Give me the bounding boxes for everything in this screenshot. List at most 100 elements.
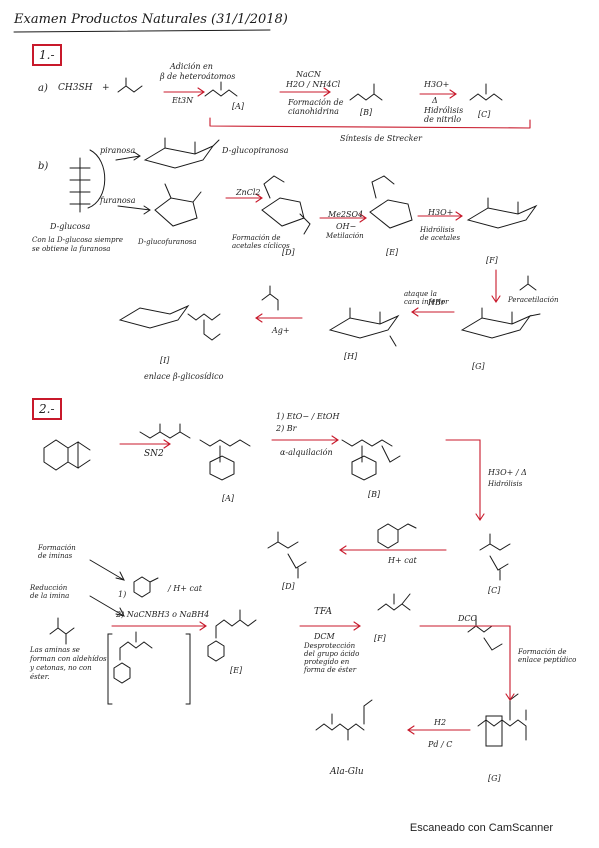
glucose-note-1: Con la D-glucosa siempre [32,236,123,244]
cond-2b-3: α-alquilación [280,448,333,457]
cond-1c-bottom-1: Hidrólisis [424,106,464,115]
product-i-structure [118,304,221,341]
cond-2c-2: Hidrólisis [488,480,523,488]
arrow-1a-to-a [163,87,205,97]
acetone-structure [519,275,537,291]
product-2b-label: [B] [368,490,381,499]
cond-1a-mid: β de heteroátomos [160,72,236,81]
arrow-1b-to-i [255,313,303,323]
cond-2f-4: del grupo ácido [304,650,360,658]
arrow-1b-to-g [491,269,501,303]
note-aminas-3: y cetonas, no con [30,664,92,672]
arrow-1b-to-h [411,307,455,317]
note-imine-2: de iminas [38,552,73,560]
arrow-to-pyranose [115,151,141,161]
product-g-structure [460,307,541,339]
glucofuranose-label: D-glucofuranosa [138,238,197,246]
reagent-h: HBr [428,298,445,307]
arrow-2-to-b [271,435,339,445]
note-aminas-2: forman con aldehídos [30,655,107,663]
product-c-structure [469,83,503,101]
product-i-label: [I] [160,356,170,365]
arrow-1a-to-c [419,89,457,99]
product-f-structure [466,197,538,229]
cond-1a-top: Adición en [170,62,213,71]
product-d2-structure [267,531,307,579]
cond-2d: H+ cat [388,556,417,565]
section-2-label: 2.- [32,398,62,420]
arrow-2-to-f [299,621,361,631]
cond-d-1: Formación de [232,234,281,242]
arrow-2-to-d [339,545,447,555]
cond-f-1: Hidrólisis [420,226,455,234]
arrow-1a-to-b [279,87,331,97]
product-f-label: [F] [486,256,498,265]
product-2g-label: [G] [488,774,501,783]
alanine-ester-structure [49,617,75,645]
furanose-label: furanosa [100,196,136,205]
product-e2-structure [207,609,257,662]
product-h-label: [H] [344,352,358,361]
product-c2-structure [479,533,511,581]
reagent-f: H3O+ [428,208,454,217]
cond-e: Metilación [326,232,364,240]
cond-2f-2: DCM [314,632,335,641]
note-red-2: de la imina [30,592,70,600]
bromomalonate-structure [139,423,191,439]
note-red-1: Reducción [30,584,68,592]
product-b2-structure [341,439,401,481]
cond-1b-top: NaCN [296,70,321,79]
arrow-imine-formation [89,559,125,581]
cond-2f-1: TFA [314,607,332,617]
cond-2f-5: protegido en [304,658,350,666]
product-e-structure [369,175,413,229]
arrow-2-to-h [407,725,471,735]
cond-2f-3: Desprotección [304,642,356,650]
product-d-label: [D] [282,248,295,257]
product-1b-label: [B] [360,108,373,117]
reagent-e-2: OH− [336,222,357,231]
cond-2a: SN2 [144,449,164,459]
note-aminas-1: Las aminas se [30,646,80,654]
glucose-label: D-glucosa [50,222,91,231]
product-h-structure [328,307,400,347]
product-2d-label: [D] [282,582,295,591]
product-2a-label: [A] [222,494,235,503]
exam-title: Examen Productos Naturales (31/1/2018) [14,12,288,27]
curved-arrow [87,149,106,209]
arrow-1b-to-e [319,213,367,223]
cond-2e-1b: / H+ cat [168,584,202,593]
cond-2b-2: 2) Br [276,424,297,433]
cond-h-1: ataque la [404,290,437,298]
benzyl-alcohol-structure [377,523,417,549]
glucose-note-2: se obtiene la furanosa [32,245,111,253]
arrow-imine-reduction [89,595,125,617]
glucofuranose-structure [154,183,202,227]
imine-structure [113,631,153,684]
strecker-bracket [209,117,531,129]
part-b-marker: b) [38,161,49,172]
note-aminas-4: éster. [30,673,50,681]
glucopyranose-label: D-glucopiranosa [222,146,289,155]
cond-1c-bottom-2: de nitrilo [424,115,462,124]
glutamate-diester-structure [467,615,503,651]
product-g-label: [G] [472,362,485,371]
product-d-structure [261,175,311,235]
reagent-i: Ag+ [272,326,290,335]
cond-g: Peracetilación [508,296,559,304]
cond-d-2: acetales cíclicos [232,242,290,250]
cond-2g-3: enlace peptídico [518,656,577,664]
scanner-watermark: Escaneado con CamScanner [409,822,553,834]
fischer-projection [69,157,91,213]
plus-sign: + [102,83,110,93]
glucopyranose-structure [143,137,220,169]
product-2f-label: [F] [374,634,386,643]
product-2e-label: [E] [230,666,243,675]
product-2c-label: [C] [488,586,501,595]
cond-2c-1: H3O+ / Δ [488,468,527,477]
cond-2f-6: forma de éster [304,666,357,674]
product-a2-structure [199,439,251,481]
product-e-label: [E] [386,248,399,257]
cond-2h-2: Pd / C [428,740,453,749]
